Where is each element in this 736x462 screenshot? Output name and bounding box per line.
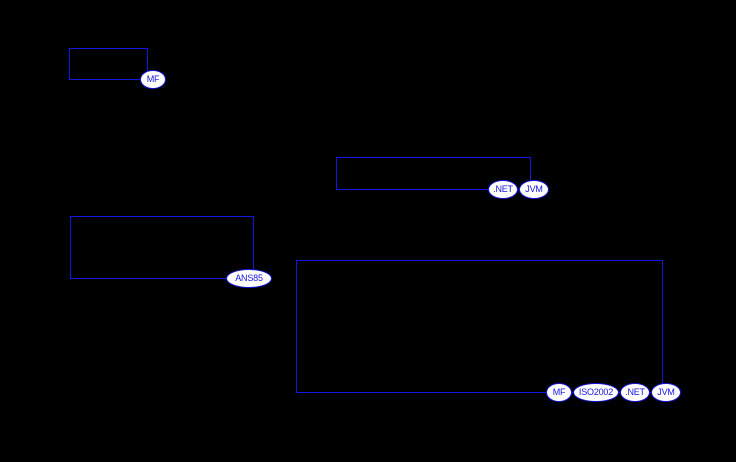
box-2[interactable]	[336, 157, 531, 190]
platform-badge-mf[interactable]: MF	[140, 70, 166, 89]
platform-badge-jvm[interactable]: JVM	[651, 383, 681, 402]
platform-badge-jvm[interactable]: JVM	[519, 180, 549, 199]
platform-badge-ans85[interactable]: ANS85	[226, 269, 272, 288]
platform-badge-mf[interactable]: MF	[546, 383, 572, 402]
box-1-badge-row: MF	[140, 70, 166, 89]
box-4[interactable]	[296, 260, 663, 393]
platform-badge-net[interactable]: .NET	[620, 383, 650, 402]
box-1[interactable]	[69, 48, 148, 80]
platform-badge-iso2002[interactable]: ISO2002	[573, 383, 619, 402]
box-3-badge-row: ANS85	[226, 269, 272, 288]
box-3[interactable]	[70, 216, 254, 279]
platform-badge-net[interactable]: .NET	[488, 180, 518, 199]
